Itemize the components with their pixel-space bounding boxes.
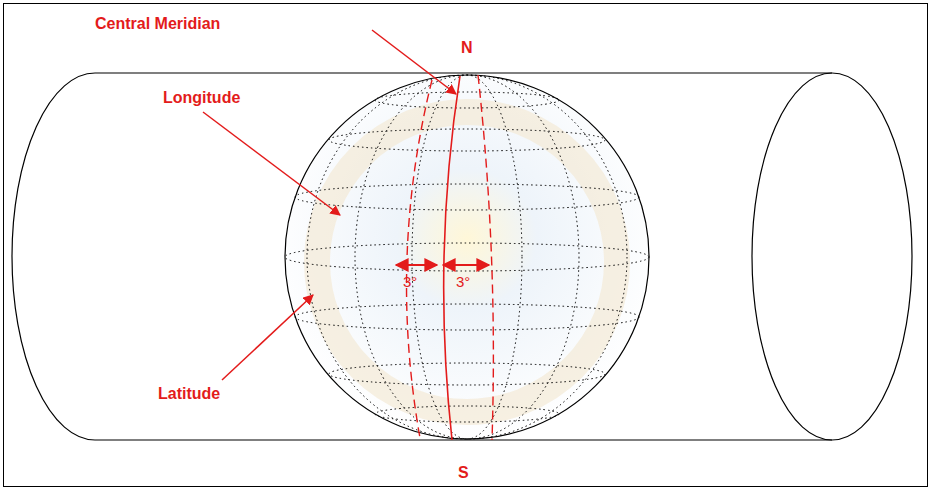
leader-arrow (203, 112, 340, 215)
watermark-seal (317, 112, 617, 412)
latitude-label: Latitude (158, 386, 220, 402)
central-meridian (444, 76, 460, 440)
zone-boundary (478, 75, 493, 440)
leader-arrow (372, 30, 456, 94)
parallels (285, 92, 649, 422)
meridians (307, 75, 627, 439)
frame (4, 4, 928, 487)
cylinder (12, 73, 912, 440)
width-arrow (396, 264, 437, 266)
globe (285, 75, 649, 439)
leader-arrow (222, 295, 313, 380)
meridian-label: Central Meridian (95, 16, 220, 32)
width-arrow (443, 264, 489, 266)
longitude-label: Longitude (163, 90, 240, 106)
zone-boundary (407, 80, 432, 438)
degree-label: 3° (456, 274, 470, 289)
degree-label: 3° (403, 274, 417, 289)
pole-label: N (461, 40, 473, 56)
pole-label: S (458, 465, 469, 481)
